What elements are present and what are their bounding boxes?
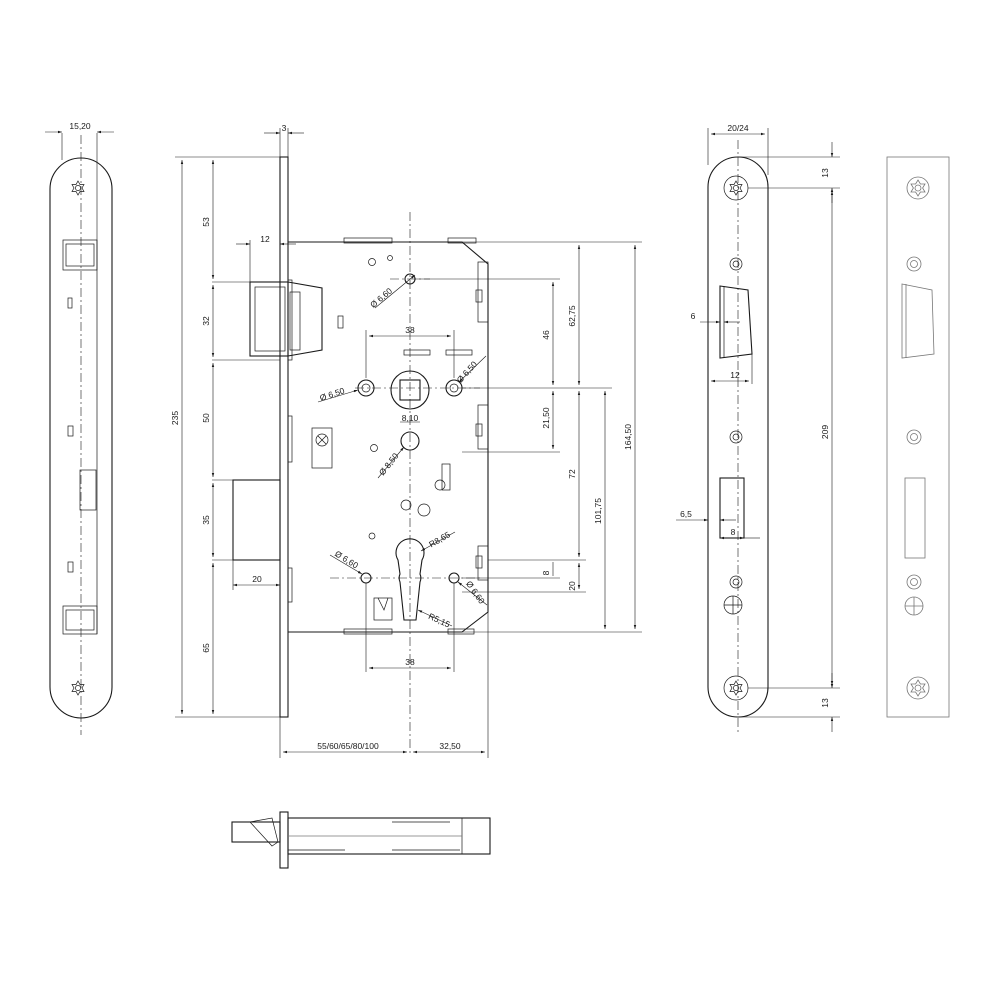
dim-32: 32 xyxy=(201,316,211,326)
dim-cyl-radius-top: R8,65 xyxy=(427,529,452,549)
dim-35: 35 xyxy=(201,515,211,525)
dim-cyl-radius-bottom: R5,15 xyxy=(427,611,452,630)
hole-mid xyxy=(400,431,420,451)
dim-strike-latch-depth: 6 xyxy=(691,311,696,321)
forend-bolt-opening xyxy=(79,469,97,511)
dim-strike-bolt-width: 8 xyxy=(731,527,736,537)
dim-strike-13-top: 13 xyxy=(820,168,830,178)
forend-front-view: 15,20 xyxy=(45,121,114,735)
dim-strike-209: 209 xyxy=(820,425,830,439)
dim-hole-cyl-right: Ø 6,60 xyxy=(464,579,487,606)
strike-screw-bottom-icon xyxy=(729,680,743,696)
dim-hole-left-follower: Ø 6,50 xyxy=(318,385,346,402)
dim-follower-offset: 32,50 xyxy=(439,741,461,751)
dim-faceplate-width: 15,20 xyxy=(69,121,91,131)
dim-total-height: 235 xyxy=(170,411,180,425)
dim-101-75: 101,75 xyxy=(593,498,603,524)
dim-hole-right-follower: Ø 6,50 xyxy=(455,359,480,385)
dim-forend-thickness: 3 xyxy=(282,123,287,133)
strike-plate-rear-view xyxy=(886,156,950,718)
dim-cyl-spacing: 38 xyxy=(405,657,415,667)
dim-strike-width: 20/24 xyxy=(727,123,749,133)
dim-164-50: 164,50 xyxy=(623,424,633,450)
forend-screw-top-icon xyxy=(71,180,85,196)
dim-square: 8,10 xyxy=(402,413,419,423)
dim-50: 50 xyxy=(201,413,211,423)
dim-strike-13-bottom: 13 xyxy=(820,698,830,708)
hole-left-follower xyxy=(357,379,375,397)
forend-plate xyxy=(279,156,289,718)
dim-65: 65 xyxy=(201,643,211,653)
dim-hole-top: Ø 6,60 xyxy=(368,285,394,309)
cylinder-cutout xyxy=(395,538,425,621)
dim-backset: 55/60/65/80/100 xyxy=(317,741,379,751)
dim-21-50: 21,50 xyxy=(541,407,551,429)
forend-screw-bottom-icon xyxy=(71,680,85,696)
dim-strike-bolt-depth: 6,5 xyxy=(680,509,692,519)
latch-bolt xyxy=(249,281,323,357)
strike-rear-outline xyxy=(886,156,950,718)
follower-hub xyxy=(390,370,430,410)
case-outline xyxy=(288,241,489,633)
dead-bolt xyxy=(232,479,281,561)
dim-bolt-projection: 20 xyxy=(252,574,262,584)
forend-latch-opening xyxy=(62,239,98,271)
lock-case-view: 235 53 32 50 35 65 3 12 20 55 xyxy=(170,123,642,758)
dim-72: 72 xyxy=(567,469,577,479)
dim-20-right: 20 xyxy=(567,581,577,591)
dim-46: 46 xyxy=(541,330,551,340)
dim-62-75: 62,75 xyxy=(567,305,577,327)
dim-strike-latch-width: 12 xyxy=(730,370,740,380)
dim-latch-projection: 12 xyxy=(260,234,270,244)
follower-square xyxy=(399,379,421,401)
lock-side-view xyxy=(231,811,491,869)
dim-53: 53 xyxy=(201,217,211,227)
strike-screw-top-icon xyxy=(729,180,743,196)
dim-hole-mid: Ø 8,50 xyxy=(377,451,401,477)
dim-8-right: 8 xyxy=(541,570,551,575)
strike-plate-dimensioned: 20/24 13 209 13 6 12 6,5 8 xyxy=(676,123,840,732)
dim-follower-spacing: 38 xyxy=(405,325,415,335)
